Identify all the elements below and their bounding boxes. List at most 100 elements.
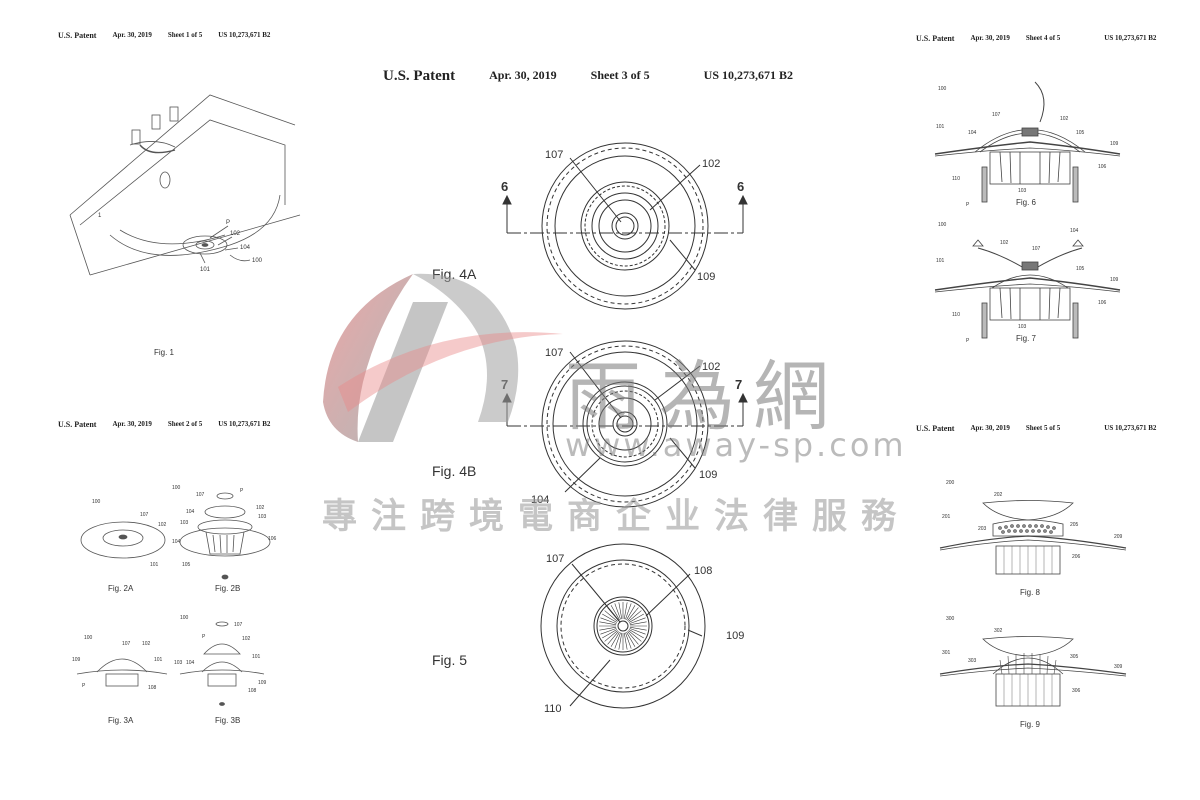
fig6-ref-100: 100: [938, 86, 947, 92]
watermark-name: 雨為網: [565, 352, 847, 441]
fig3b-ref-108: 108: [248, 688, 257, 694]
fig9-label: Fig. 9: [1020, 720, 1041, 729]
sheet-number: Sheet 1 of 5: [167, 31, 203, 39]
fig9-ref-301: 301: [942, 650, 951, 656]
fig8-ref-200: 200: [946, 480, 955, 486]
fig1-ref-p: P: [226, 220, 230, 226]
fig7-ref-105: 105: [1076, 266, 1085, 272]
fig2b-ref-104: 104: [186, 509, 195, 515]
fig8-drawing: 200 202 201 203 205 209 206: [939, 480, 1127, 575]
fig2b-ref-p: P: [240, 488, 244, 494]
fig2b-ref-102: 102: [256, 505, 265, 511]
fig3a-ref-102: 102: [142, 641, 151, 647]
fig5-spoke: [629, 626, 647, 631]
fig5-spoke: [602, 613, 618, 623]
fig3a-drawing: 100 107 102 109 101 P 108: [72, 635, 168, 691]
fig6-ref-109: 109: [1110, 141, 1119, 147]
patent-number: US 10,273,671 B2: [1104, 34, 1157, 42]
fig9-ref-309: 309: [1114, 664, 1123, 670]
fig6-label: Fig. 6: [1016, 198, 1037, 207]
fig6-ref-107: 107: [992, 112, 1001, 118]
patent-number: US 10,273,671 B2: [218, 31, 271, 39]
fig8-ref-201: 201: [942, 514, 951, 520]
fig5-spoke: [604, 630, 618, 642]
patent-date: Apr. 30, 2019: [112, 420, 152, 428]
fig5-spoke: [610, 631, 620, 647]
fig5-spoke: [626, 605, 636, 621]
fig4a-section-6-right: 6: [737, 179, 744, 194]
fig2b-ref-103-b: 103: [258, 514, 267, 520]
fig5-drawing: 107 108 109 110: [540, 543, 744, 715]
fig5-ref-110: 110: [544, 703, 562, 715]
fig1-ref-100: 100: [252, 258, 263, 264]
fig5-spoke: [625, 603, 632, 620]
fig3b-drawing: 100 107 P 102 103 104 101 109 108: [174, 615, 267, 706]
fig8-ref-205: 205: [1070, 522, 1079, 528]
sheet-number: Sheet 3 of 5: [590, 68, 650, 82]
fig5-spoke: [600, 628, 617, 635]
fig6-ref-101: 101: [936, 124, 945, 130]
fig7-ref-104: 104: [1070, 228, 1079, 234]
patent-date: Apr. 30, 2019: [112, 31, 152, 39]
patent-title: U.S. Patent: [383, 68, 456, 84]
fig1-ref-101: 101: [200, 267, 211, 273]
fig5-spoke: [629, 617, 646, 624]
fig5-spoke: [599, 621, 617, 626]
watermark-slogan: 專注跨境電商企业法律服務: [322, 497, 911, 537]
fig3a-ref-100: 100: [84, 635, 93, 641]
fig3b-ref-101: 101: [252, 654, 261, 660]
fig7-ref-103: 103: [1018, 324, 1027, 330]
fig2b-ref-103-a: 103: [180, 520, 189, 526]
fig9-ref-300: 300: [946, 616, 955, 622]
fig4b-ref-109: 109: [699, 469, 717, 481]
fig5-spokes: [599, 602, 647, 650]
fig6-ref-102: 102: [1060, 116, 1069, 122]
fig4a-ref-107: 107: [545, 149, 563, 161]
fig8-ref-202: 202: [994, 492, 1003, 498]
fig2a-ref-101: 101: [150, 562, 159, 568]
fig3a-ref-107: 107: [122, 641, 131, 647]
patent-date: Apr. 30, 2019: [489, 68, 557, 82]
fig9-ref-306: 306: [1072, 688, 1081, 694]
fig6-ref-103: 103: [1018, 188, 1027, 194]
fig6-ref-110: 110: [952, 176, 960, 182]
fig5-spoke: [628, 629, 644, 639]
sheet2-header: U.S. Patent Apr. 30, 2019 Sheet 2 of 5 U…: [58, 420, 270, 429]
fig7-ref-106: 106: [1098, 300, 1107, 306]
fig7-drawing: 100 102 107 104 101 105 109 106 110 103 …: [934, 222, 1121, 344]
fig7-ref-102: 102: [1000, 240, 1009, 246]
fig1-ref-102: 102: [230, 231, 241, 237]
fig6-ref-105: 105: [1076, 130, 1085, 136]
fig3a-ref-108: 108: [148, 685, 157, 691]
fig5-spoke: [628, 630, 642, 642]
fig8-label: Fig. 8: [1020, 588, 1041, 597]
fig5-spoke: [625, 632, 632, 649]
fig9-ref-303: 303: [968, 658, 977, 664]
sheet-number: Sheet 4 of 5: [1025, 34, 1061, 42]
sheet4-header: U.S. Patent Apr. 30, 2019 Sheet 4 of 5 U…: [916, 34, 1156, 43]
fig5-spoke: [628, 613, 644, 623]
fig5-spoke: [614, 632, 621, 649]
patent-date: Apr. 30, 2019: [970, 34, 1010, 42]
fig2a-ref-104: 104: [172, 539, 181, 545]
fig5-spoke: [618, 632, 623, 650]
fig3b-ref-107: 107: [234, 622, 243, 628]
fig5-spoke: [627, 607, 639, 621]
fig3b-ref-100: 100: [180, 615, 189, 621]
patent-title: U.S. Patent: [916, 424, 955, 433]
fig5-spoke: [607, 631, 619, 645]
fig2b-ref-107: 107: [196, 492, 205, 498]
patent-number: US 10,273,671 B2: [218, 420, 271, 428]
fig2b-label: Fig. 2B: [215, 584, 241, 593]
sheet3-header: U.S. Patent Apr. 30, 2019 Sheet 3 of 5 U…: [383, 68, 793, 85]
fig7-ref-100: 100: [938, 222, 947, 228]
fig3a-label: Fig. 3A: [108, 716, 134, 725]
fig2a-drawing: 100 107 102 104 101: [80, 499, 181, 568]
fig4b-ref-104: 104: [531, 494, 549, 506]
fig3b-ref-102: 102: [242, 636, 251, 642]
fig8-ref-203: 203: [978, 526, 987, 532]
fig2b-ref-106: 106: [268, 536, 277, 542]
fig7-ref-101: 101: [936, 258, 945, 264]
fig8-ref-206: 206: [1072, 554, 1081, 560]
fig5-spoke: [626, 631, 636, 647]
